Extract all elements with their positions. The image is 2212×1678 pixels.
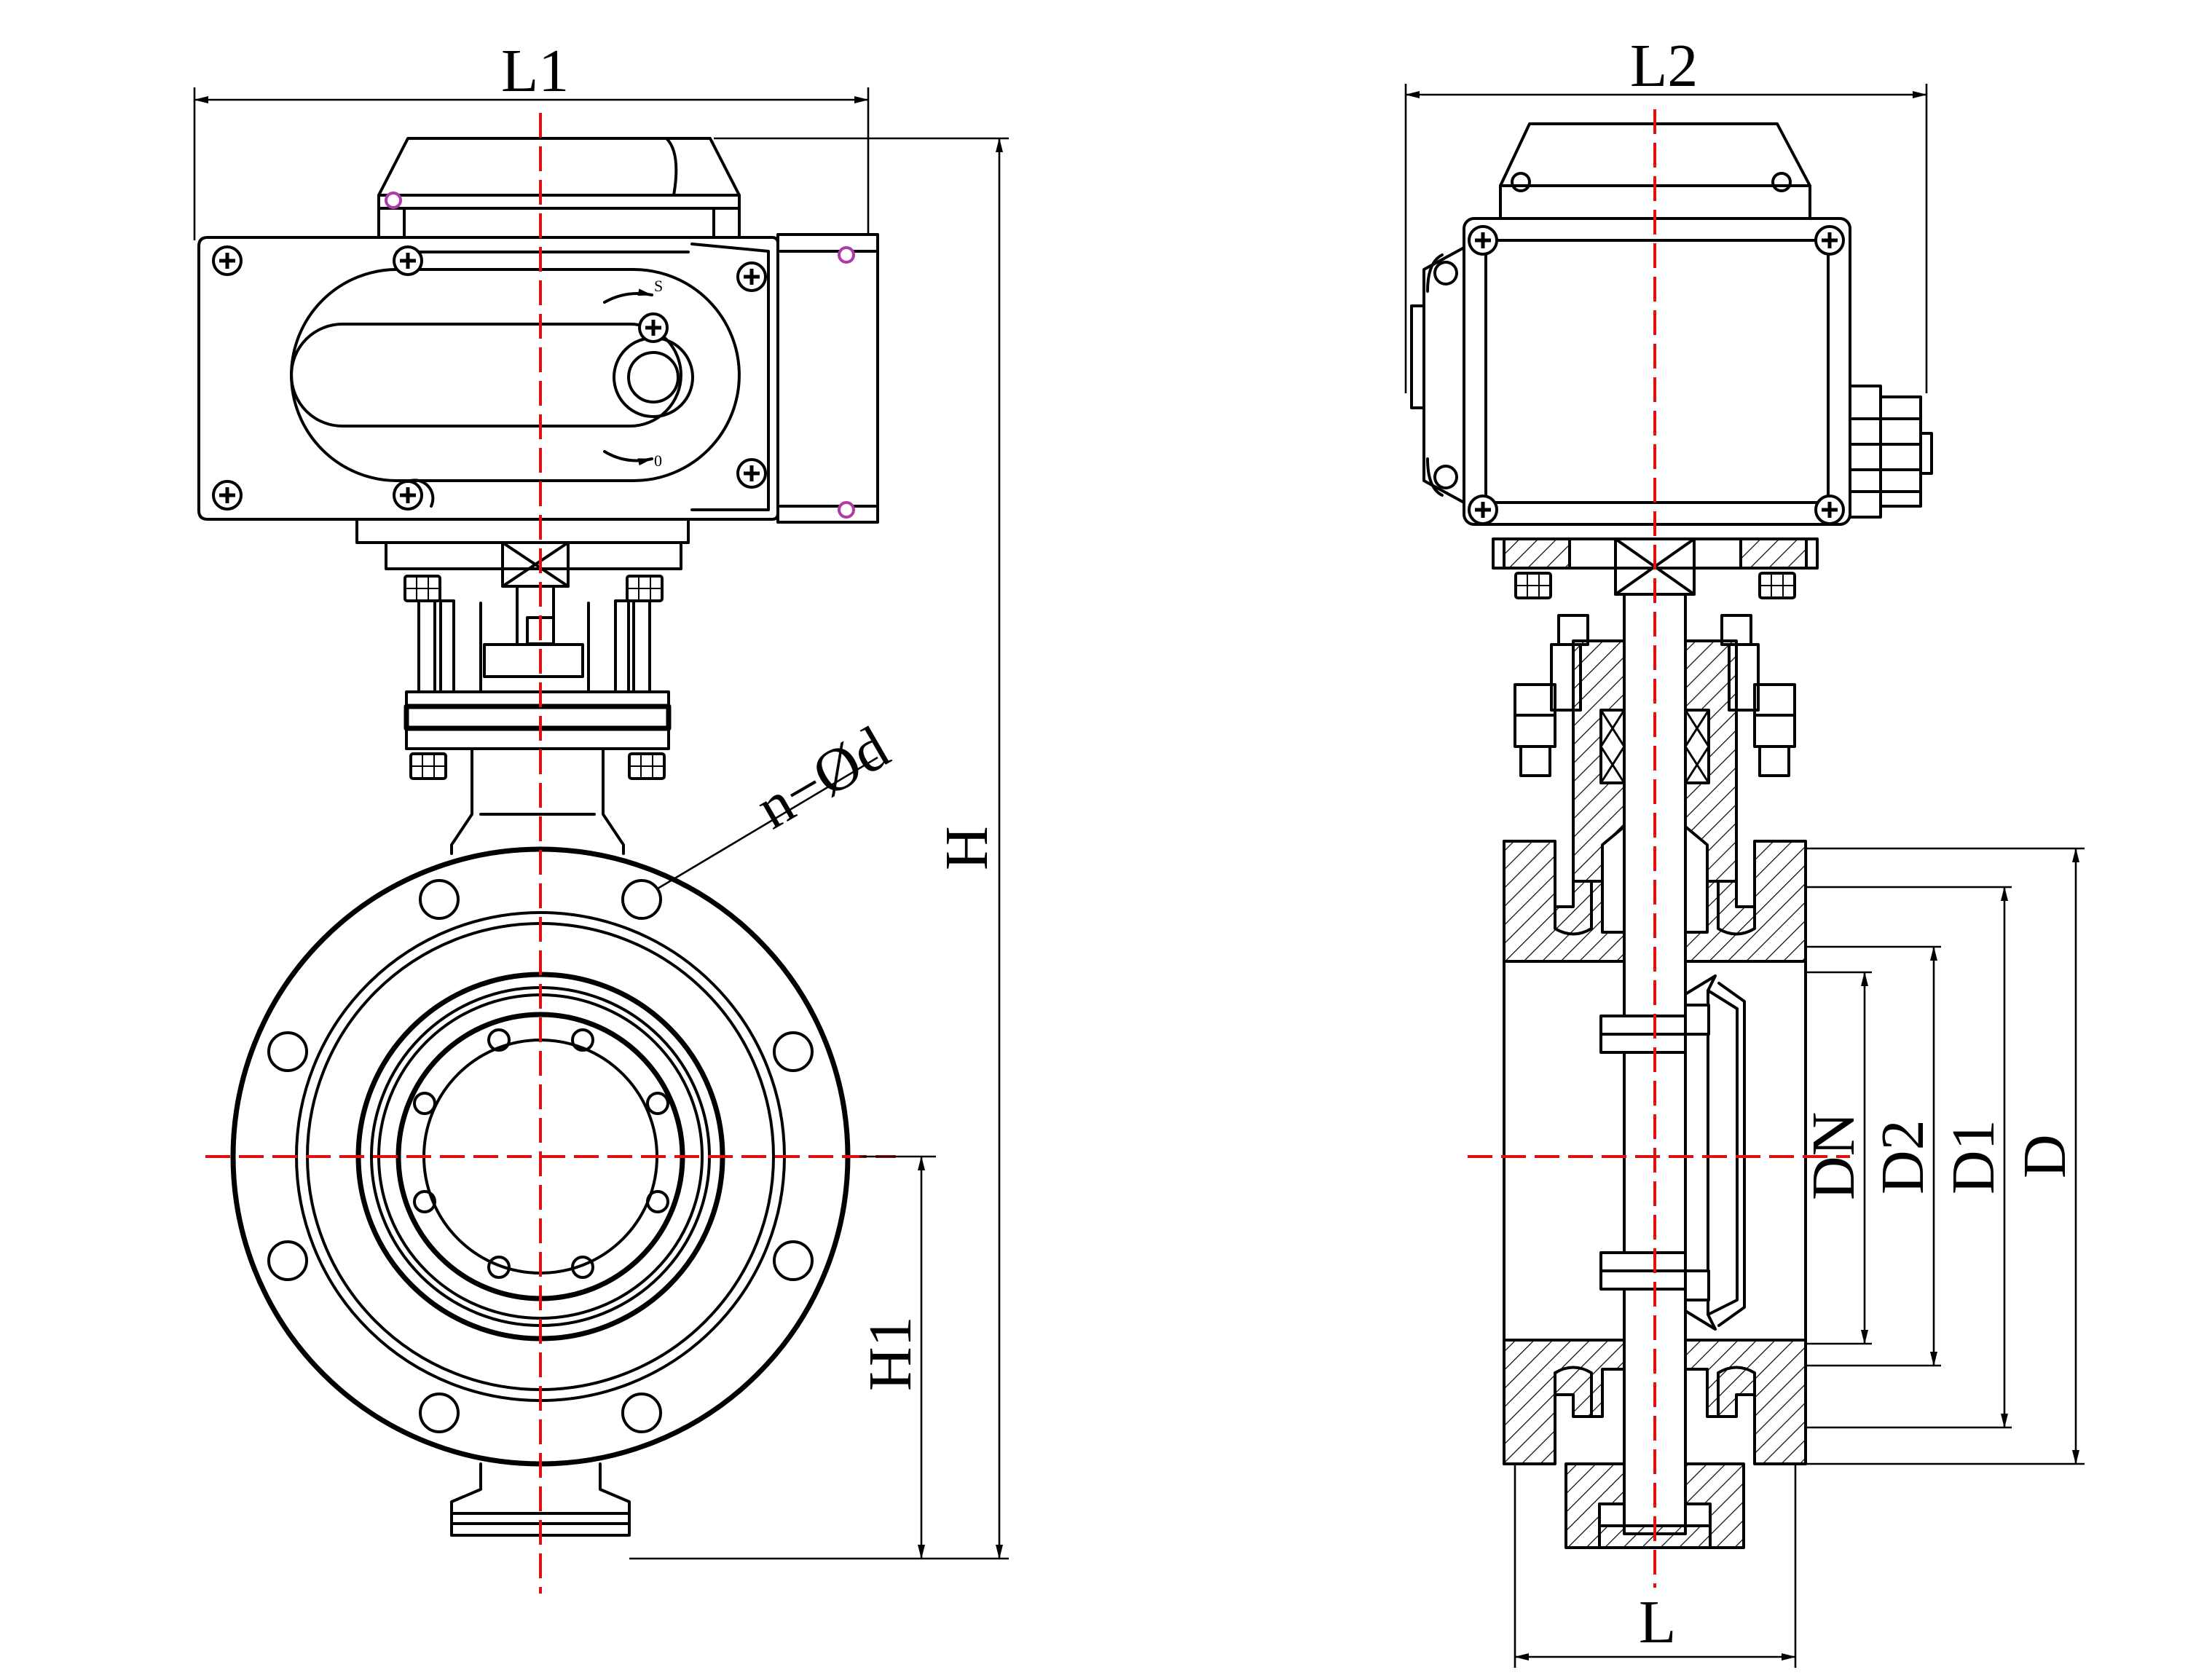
close-mark: 0 [654,452,662,470]
disc-and-seat [1599,974,1746,1331]
valve-top-flange [404,690,672,855]
open-mark: S [654,277,663,295]
side-centerlines [1468,109,1850,1588]
dim-label-n-d: n−Ød [745,714,900,843]
accent-screw-top [838,246,855,264]
dim-label-D: D [2011,1134,2079,1178]
mounting-bracket [385,541,682,693]
dim-label-H: H [933,826,1001,870]
accent-screw-left [385,192,402,209]
actuator-top-cover [377,137,741,239]
dim-label-H1: H1 [857,1316,924,1391]
actuator-body [197,233,879,544]
side-actuator-top [1499,122,1811,220]
side-dimensions: L2 L DN D2 D1 D [1404,32,2085,1668]
dim-label-D1: D1 [1940,1119,2007,1194]
side-body-flanges [1503,840,1807,1465]
packing-box [1514,614,1796,883]
dim-label-DN: DN [1800,1112,1867,1200]
retainer-bolt-holes [413,1028,669,1279]
side-actuator-body [1410,217,1851,526]
dim-label-D2: D2 [1869,1119,1937,1194]
dim-label-L1: L1 [501,37,569,105]
dim-label-L2: L2 [1630,32,1698,100]
cable-gland [1849,385,1933,519]
accent-screw-bottom [838,501,855,519]
dim-label-L: L [1639,1588,1676,1656]
flange-bolt-holes [267,879,814,1433]
bottom-cap [1564,1462,1745,1549]
front-view: S 0 [193,37,1009,1594]
manual-override-cover: S 0 [290,268,741,508]
side-section-view: L2 L DN D2 D1 D [1404,32,2085,1668]
front-centerlines [205,113,896,1594]
